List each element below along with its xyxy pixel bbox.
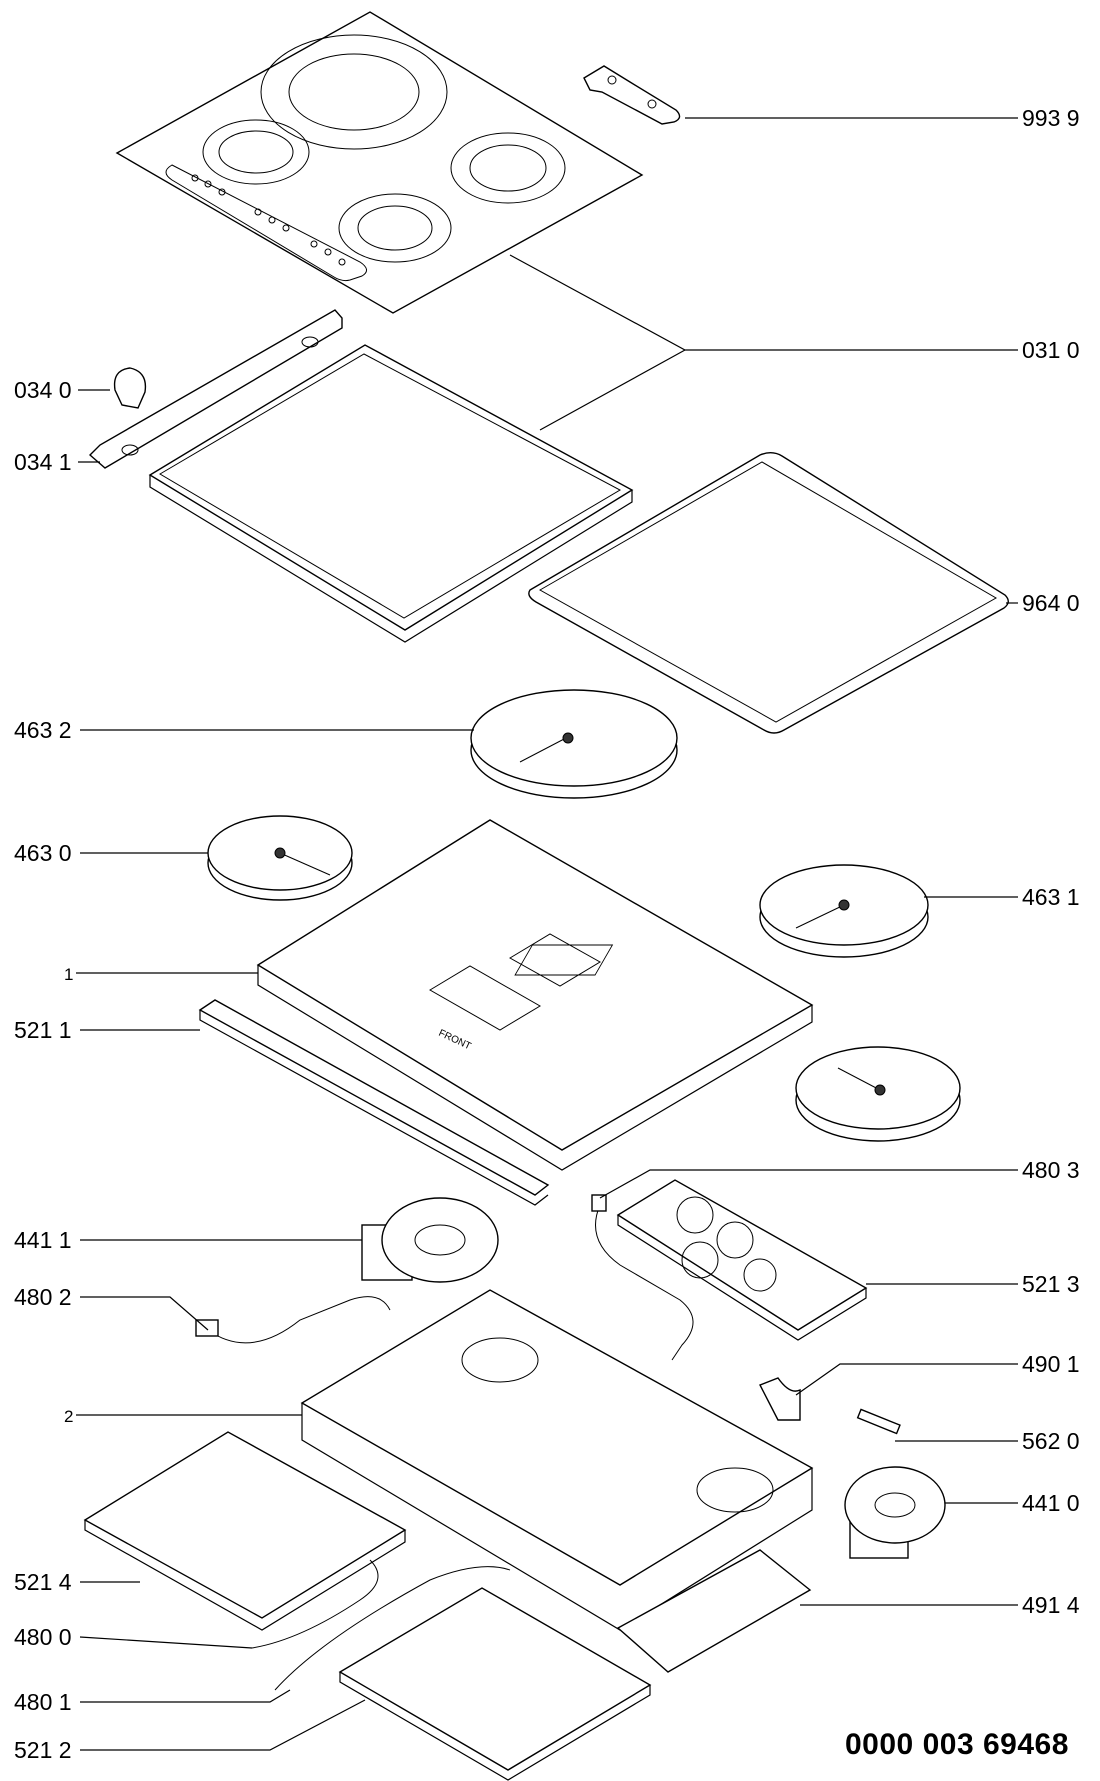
coil-part-463-0 [207,815,353,901]
gasket-part [528,452,1009,734]
part-label-521-1: 521 1 [14,1017,72,1043]
wiring-part-480-1 [274,1566,511,1691]
base-housing-part [300,1289,814,1631]
part-label-463-1: 463 1 [1022,884,1080,910]
part-label-521-4: 521 4 [14,1569,72,1595]
part-label-441-0: 441 0 [1022,1490,1080,1516]
part-label-441-1: 441 1 [14,1227,72,1253]
part-label-490-1: 490 1 [1022,1351,1080,1377]
part-label-993-9: 993 9 [1022,105,1080,131]
part-label-031-0: 031 0 [1022,337,1080,363]
part-label-2: 2 [64,1407,74,1426]
wiring-part-480-0 [251,1559,379,1649]
coil-part-463-3 [795,1046,961,1142]
power-board-part-521-3 [616,1179,868,1341]
power-board-part-521-2 [338,1587,652,1781]
wiring-part-480-3 [595,1204,694,1361]
part-label-491-4: 491 4 [1022,1592,1080,1618]
power-board-part-521-4 [83,1431,407,1631]
support-plate-part: FRONT [256,819,814,1171]
part-label-480-0: 480 0 [14,1624,72,1650]
clip-part-490-1 [759,1377,801,1421]
part-label-463-2: 463 2 [14,717,72,743]
coil-part-463-1 [759,864,929,958]
leader-lines [76,117,1018,1751]
part-label-964-0: 964 0 [1022,590,1080,616]
part-label-480-3: 480 3 [1022,1157,1080,1183]
part-label-521-3: 521 3 [1022,1271,1080,1297]
control-board-part-521-1 [198,999,550,1206]
fuse-part-562-0 [856,1408,901,1435]
board-part-491-4 [616,1549,812,1673]
document-number: 0000 003 69468 [845,1728,1069,1761]
part-label-034-0: 034 0 [14,377,72,403]
connector-part-480-3 [591,1194,607,1212]
part-label-480-2: 480 2 [14,1284,72,1310]
part-label-1: 1 [64,965,74,984]
fan-part-441-0 [844,1466,946,1559]
fan-part-441-1 [361,1197,499,1283]
wiring-part-480-2 [207,1296,391,1344]
glass-cooktop-part [115,11,644,314]
part-label-480-1: 480 1 [14,1689,72,1715]
frame-part [88,309,634,643]
bracket-part-993-9 [583,65,681,125]
part-label-463-0: 463 0 [14,840,72,866]
coil-part-463-2 [470,689,678,799]
part-label-034-1: 034 1 [14,449,72,475]
part-label-521-2: 521 2 [14,1737,72,1763]
part-label-562-0: 562 0 [1022,1428,1080,1454]
